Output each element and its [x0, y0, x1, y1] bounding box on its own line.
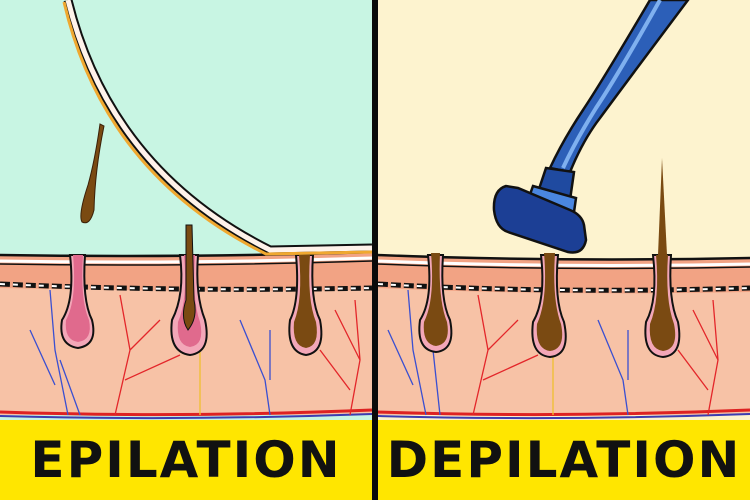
epilation-label: EPILATION [0, 420, 372, 500]
depilation-illustration [378, 0, 750, 420]
follicle-empty-pink [60, 254, 95, 350]
follicle-cut-1 [418, 253, 453, 354]
epilation-illustration [0, 0, 372, 420]
panel-divider [372, 0, 378, 500]
blood-vessels [387, 289, 719, 416]
razor [492, 0, 690, 254]
follicle-grown [644, 158, 681, 359]
pulled-hair [80, 123, 105, 224]
epilation-panel: EPILATION [0, 0, 372, 500]
blood-vessels [29, 289, 361, 416]
follicle-intact [288, 254, 323, 357]
follicle-cut-2 [531, 253, 567, 359]
depilation-label: DEPILATION [378, 420, 750, 500]
follicle-partial [170, 224, 208, 357]
wax-strip [62, 0, 372, 256]
grown-hair [658, 158, 667, 255]
depilation-panel: DEPILATION [378, 0, 750, 500]
